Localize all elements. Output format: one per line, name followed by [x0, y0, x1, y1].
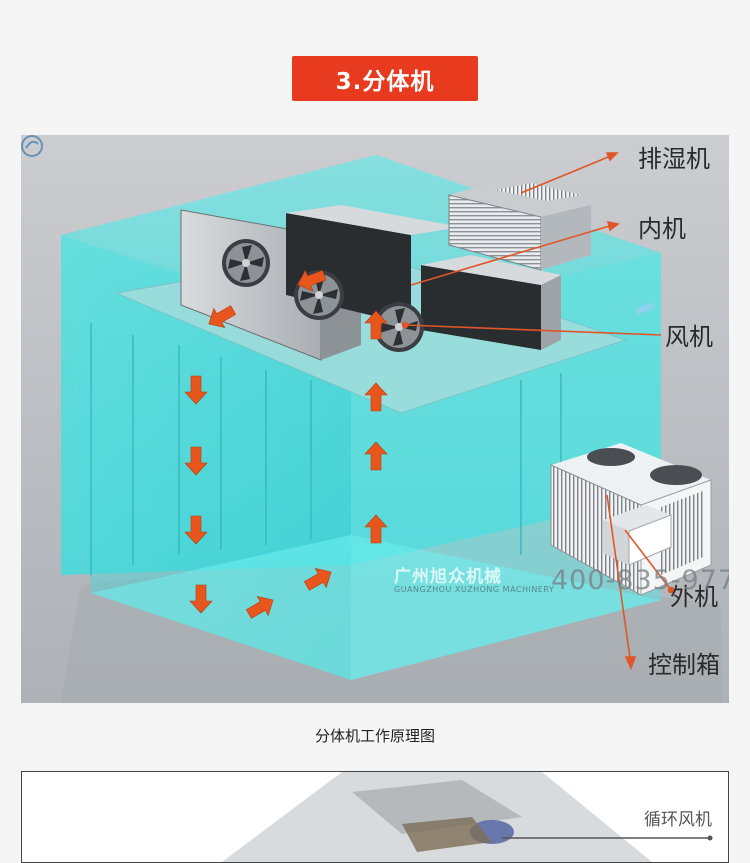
airflow-arrows: [184, 269, 388, 619]
watermark-sub: GUANGZHOU XUZHONG MACHINERY: [394, 585, 555, 594]
watermark-phone: 400-835-9779: [551, 565, 729, 596]
diagram-caption: 分体机工作原理图: [314, 727, 435, 745]
outdoor-unit: [550, 301, 712, 596]
dehumidifier-label: 排湿机: [638, 145, 710, 173]
section-title: 3.分体机: [292, 56, 478, 101]
circulation-fan-label: 循环风机: [644, 810, 712, 830]
watermark-brand: 广州旭众机械: [394, 567, 502, 587]
next-diagram: 循环风机: [21, 771, 729, 863]
callout-lines: [401, 152, 675, 671]
outdoor-unit-label: 外机: [670, 583, 718, 611]
indoor-unit-label: 内机: [638, 215, 686, 243]
fan-label: 风机: [665, 323, 713, 351]
dehumidifier-unit: [448, 183, 591, 271]
split-unit-diagram: 排湿机 内机 风机 外机 控制箱 广州旭众机械 GUANGZHOU XUZHON…: [21, 135, 729, 703]
brand-logo-icon: [21, 135, 43, 157]
control-box-label: 控制箱: [648, 651, 720, 679]
diagram-illustration: [61, 152, 721, 703]
next-diagram-illustration: [222, 772, 713, 862]
